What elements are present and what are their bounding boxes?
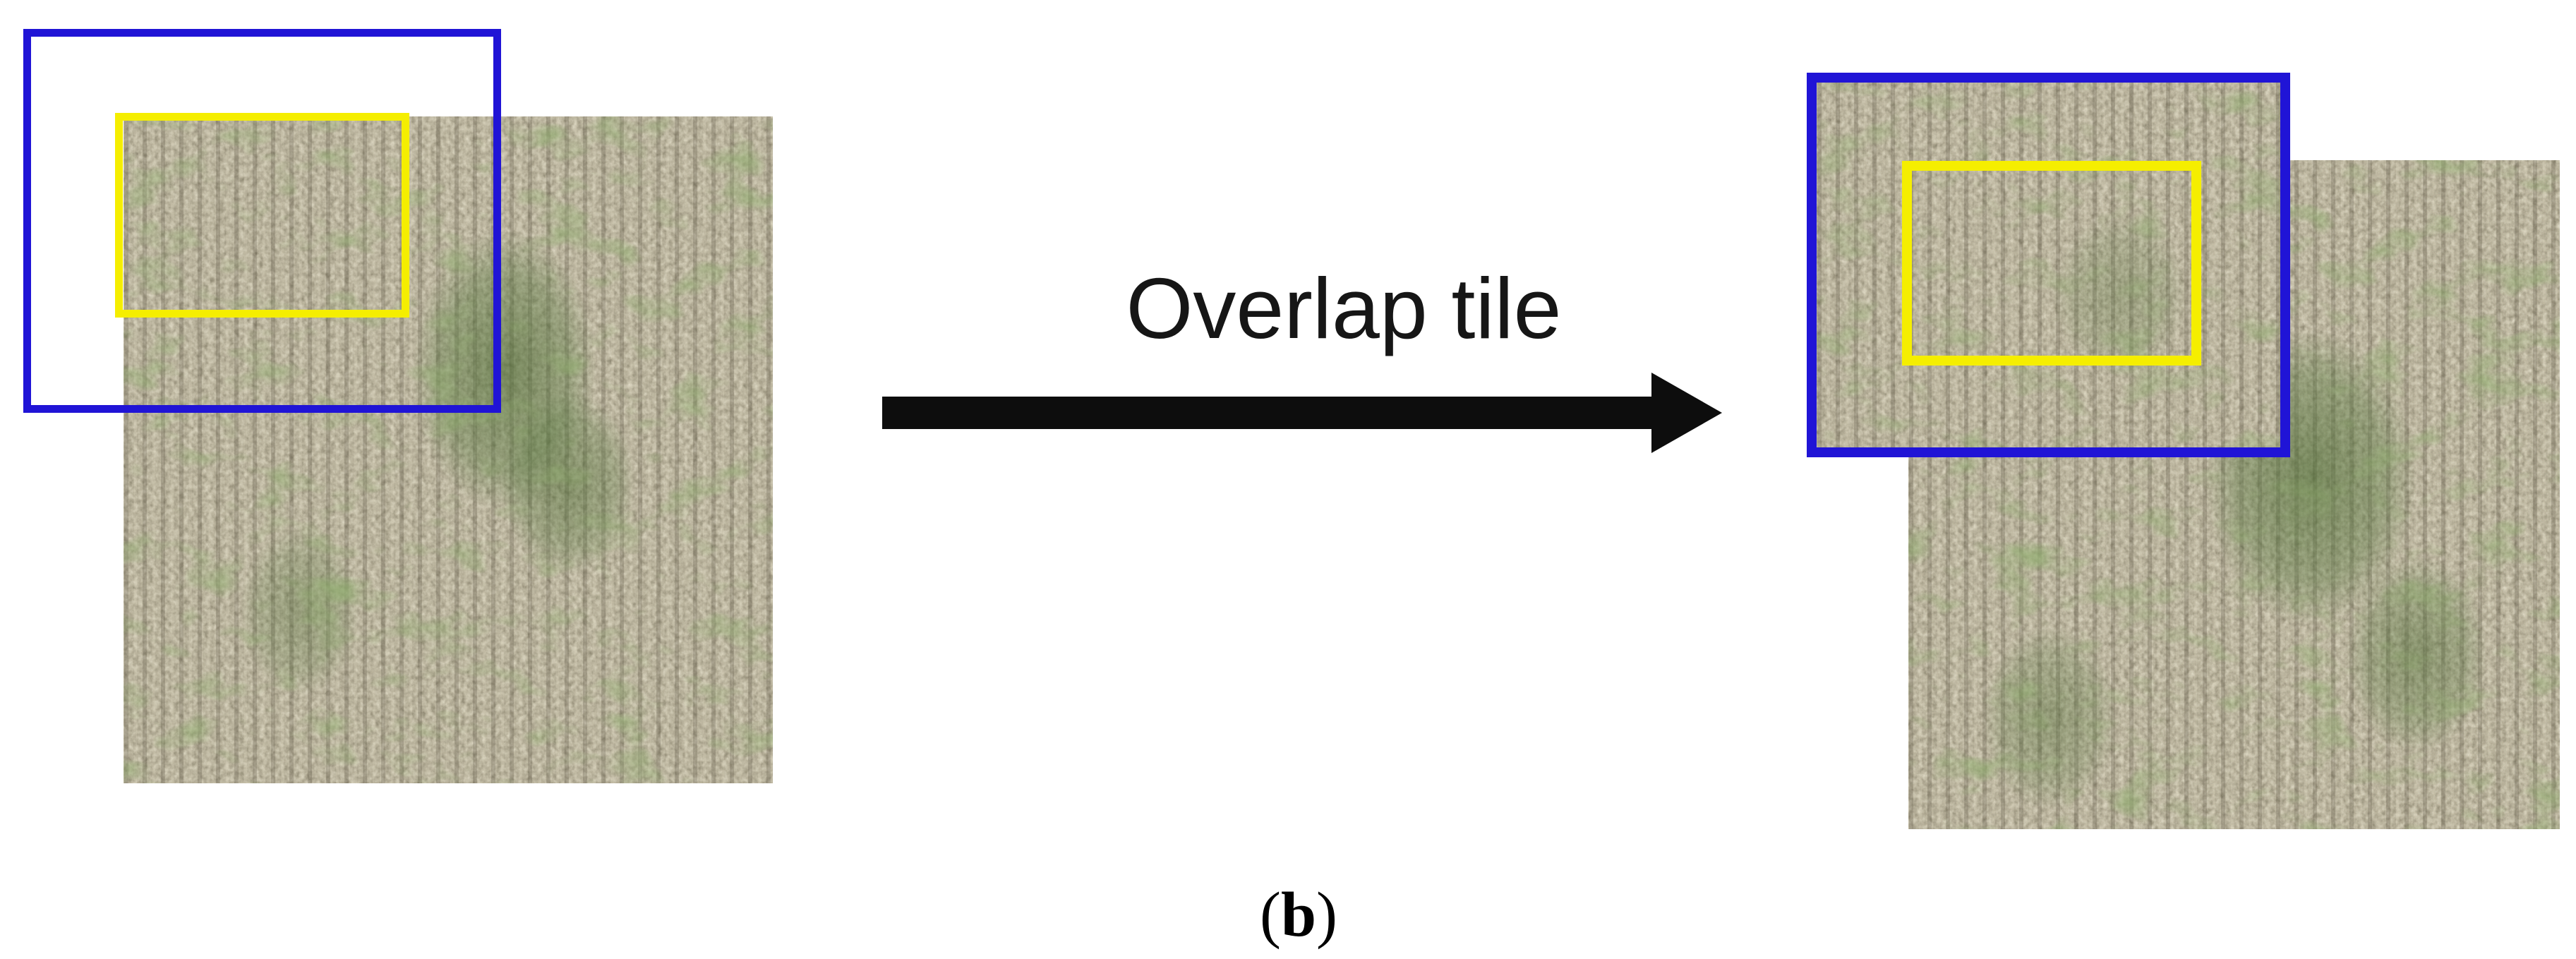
- caption-close-paren: ): [1316, 880, 1338, 950]
- figure-caption: (b): [1172, 883, 1426, 947]
- caption-letter: b: [1280, 880, 1317, 950]
- weed-noise-layer: [1817, 83, 2280, 447]
- left-tile-outline-blue: [23, 29, 501, 413]
- caption-open-paren: (: [1259, 880, 1281, 950]
- arrow-shaft: [882, 397, 1655, 429]
- right-arrow-icon: [882, 373, 1722, 453]
- right-patch-outline-yellow: [1902, 161, 2201, 366]
- left-field-image: [124, 116, 773, 783]
- arrow-head: [1651, 373, 1722, 453]
- right-overlap-tile-image: [1817, 83, 2280, 447]
- right-overlap-tile: [1807, 73, 2290, 457]
- arrow-label: Overlap tile: [1126, 260, 1562, 356]
- weed-noise-layer: [124, 116, 773, 783]
- left-patch-outline-yellow: [115, 113, 409, 318]
